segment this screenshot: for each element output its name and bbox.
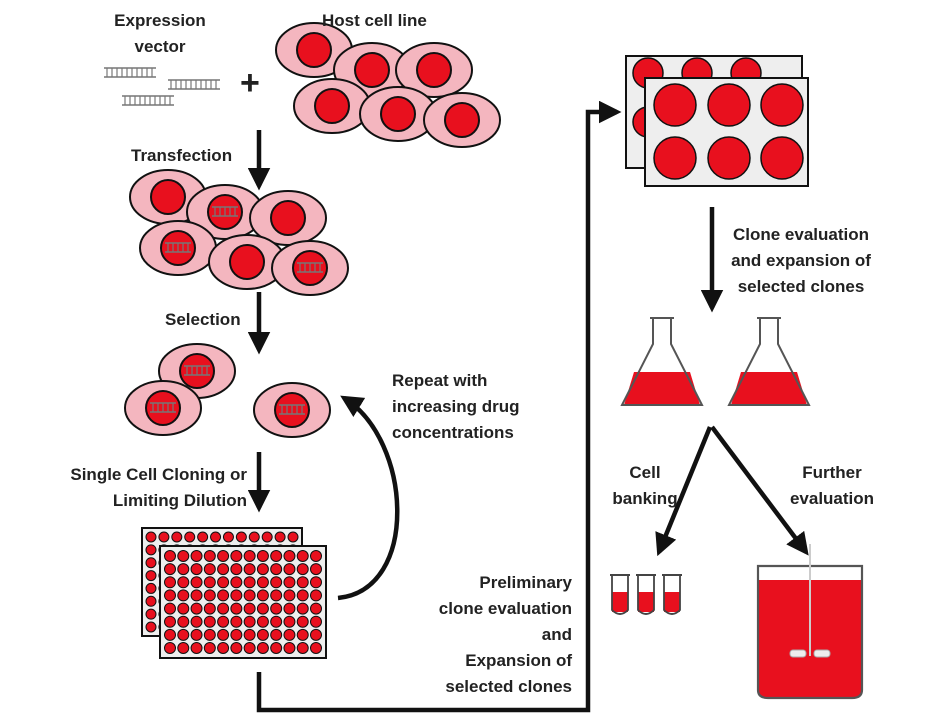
cell-bank-tube-group [610, 574, 682, 615]
cell-icon [249, 190, 327, 246]
label-preliminary: Preliminary clone evaluation and Expansi… [438, 573, 572, 696]
cell-icon [395, 42, 473, 98]
label-clone-evaluation: Clone evaluation and expansion of select… [731, 225, 871, 296]
dna-icon [297, 262, 323, 273]
plate-icon [159, 545, 327, 659]
flask-group [620, 317, 811, 406]
cell-icon [423, 92, 501, 148]
well-plate-6-icon [625, 55, 809, 187]
label-expression-vector: Expression vector [114, 11, 206, 56]
plus-sign: + [240, 64, 260, 102]
cell-icon [359, 86, 437, 142]
cell-icon [271, 240, 349, 296]
tube-icon [610, 574, 630, 615]
label-cloning: Single Cell Cloning or Limiting Dilution [70, 465, 247, 510]
label-selection: Selection [165, 310, 241, 329]
dna-icon [279, 404, 305, 415]
dna-icon [184, 365, 210, 376]
selected-cell-group [124, 343, 331, 438]
arrow-cell-banking [655, 426, 713, 557]
arrow-further-eval [710, 425, 809, 556]
tube-icon [662, 574, 682, 615]
cell-icon [293, 78, 371, 134]
cell-icon [124, 380, 202, 436]
cell-icon [253, 382, 331, 438]
cell-icon [275, 22, 353, 78]
arrow-repeat-curve [337, 395, 400, 601]
expression-vector-dna-icon [104, 67, 220, 106]
bioreactor-icon [756, 544, 864, 700]
label-further-evaluation: Further evaluation [789, 463, 875, 508]
cell-icon [186, 184, 264, 240]
dna-icon [165, 242, 191, 253]
label-cell-banking: Cell banking [612, 463, 678, 508]
host-cell-group [275, 22, 501, 148]
arrow-to-6well [256, 100, 622, 713]
label-host-cell-line: Host cell line [322, 11, 427, 30]
transfected-cell-group [129, 169, 349, 296]
cell-icon [139, 220, 217, 276]
cell-icon [208, 234, 286, 290]
label-transfection: Transfection [131, 146, 233, 165]
dna-icon [104, 67, 156, 78]
well-plate-96-icon [141, 527, 327, 659]
flask-icon [727, 317, 811, 406]
arrow-group [247, 100, 809, 713]
tube-icon [636, 574, 656, 615]
dna-icon [212, 206, 238, 217]
plate-icon [644, 77, 809, 187]
label-repeat: Repeat with increasing drug concentratio… [392, 371, 520, 442]
dna-icon [168, 79, 220, 90]
flask-icon [620, 317, 704, 406]
dna-icon [122, 95, 174, 106]
dna-icon [150, 402, 176, 413]
